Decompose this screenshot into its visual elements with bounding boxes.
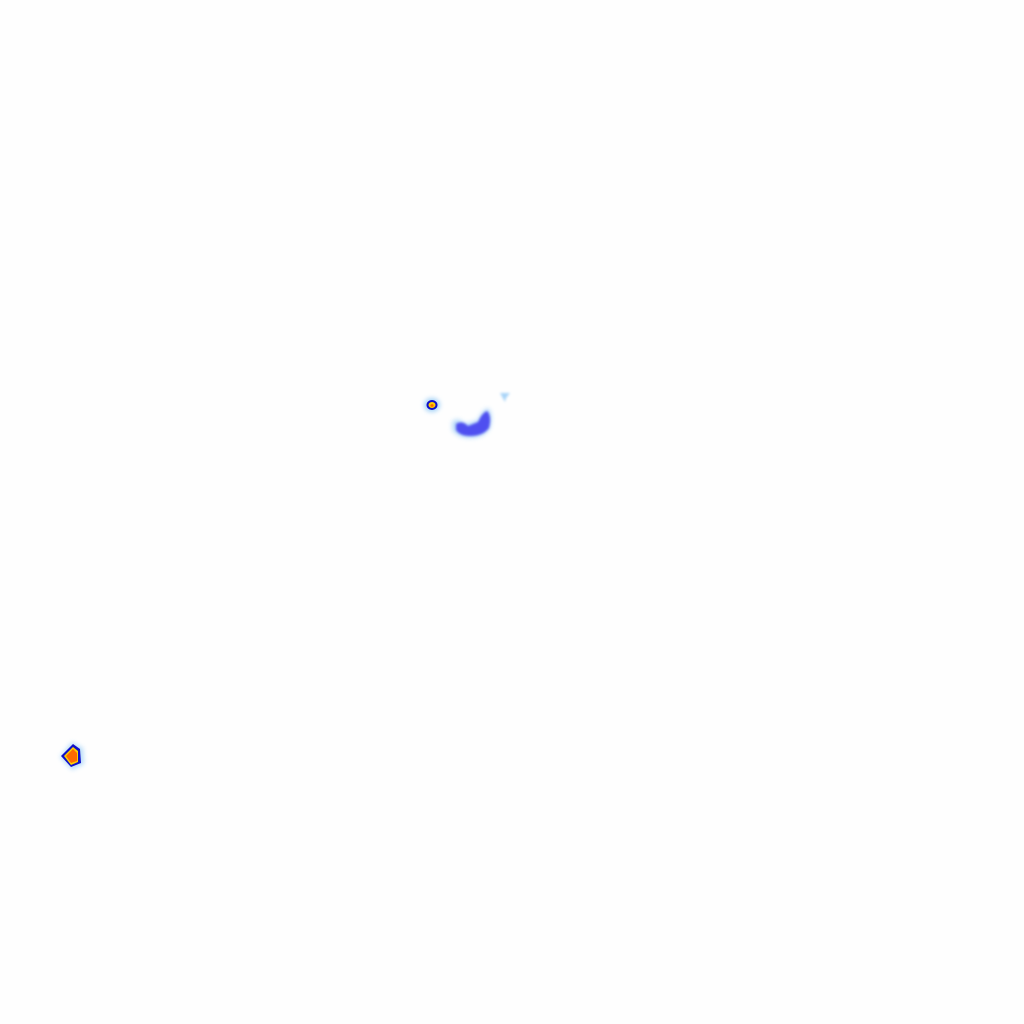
precip-cell-light	[500, 393, 510, 402]
precip-band-moderate	[452, 408, 492, 438]
precip-cell-intense	[60, 742, 84, 770]
precip-cell-small	[424, 398, 440, 412]
